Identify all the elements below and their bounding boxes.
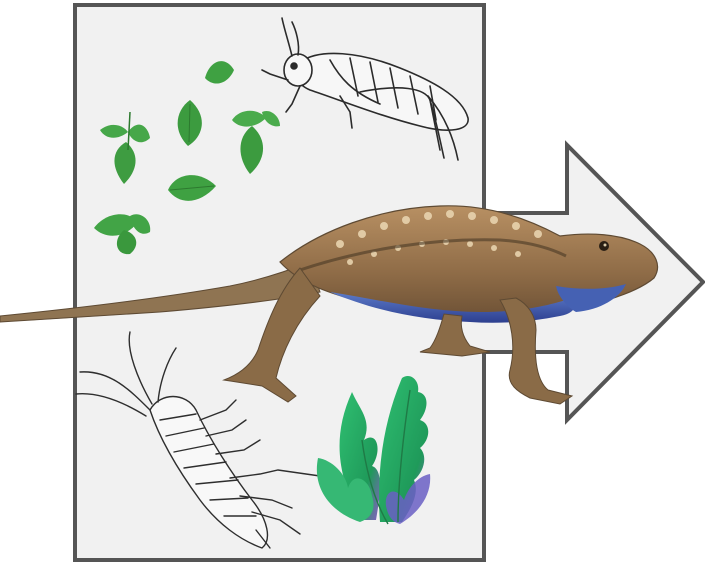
- diagram-canvas: [0, 0, 705, 565]
